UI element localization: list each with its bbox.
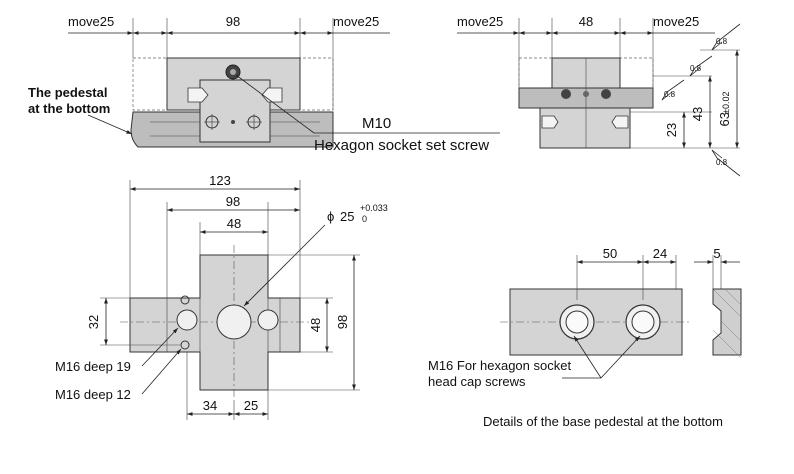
base-edge-offset: 24 (653, 246, 667, 261)
screw-leader (235, 74, 315, 134)
hole-note-leader (573, 335, 602, 379)
side-move-right-label: move25 (653, 14, 699, 29)
svg-text:0.8: 0.8 (716, 158, 728, 167)
side-screw-icon (601, 89, 611, 99)
center-hole-icon (231, 120, 235, 124)
pedestal-label: The pedestal (28, 85, 107, 100)
base-hole-spacing: 50 (603, 246, 617, 261)
side-view: move25 48 move25 23 43 63 ±0.02 0.8 (457, 14, 741, 177)
section-hatch (720, 320, 742, 342)
top-mid-width: 98 (226, 194, 240, 209)
tapped-hole-icon (204, 114, 220, 130)
screw-size-label: M10 (362, 115, 391, 132)
tapped-hole-icon (246, 114, 262, 130)
side-height-total: 63 (717, 112, 732, 126)
svg-text:0.8: 0.8 (690, 64, 702, 73)
top-right-overall-height: 98 (335, 315, 350, 329)
side-height-lower: 23 (664, 123, 679, 137)
front-move-left-label: move25 (68, 14, 114, 29)
bore-symbol: ϕ (327, 209, 334, 224)
front-width-label: 98 (226, 14, 240, 29)
base-side-thickness: 5 (713, 246, 720, 261)
side-height-total-tol: ±0.02 (721, 92, 731, 114)
small-hole-icon (180, 340, 190, 350)
small-hole-icon (180, 295, 190, 305)
pedestal-leader (87, 114, 133, 135)
hole-note-line1: M16 For hexagon socket (428, 358, 571, 373)
base-detail: 50 24 5 M16 For hexagon socket head cap … (428, 246, 742, 429)
tap-deep12-label: M16 deep 12 (55, 387, 131, 402)
svg-text:0.8: 0.8 (716, 37, 728, 46)
counterbore-inner-icon (565, 310, 589, 334)
counterbore-inner-icon (631, 310, 655, 334)
roughness-symbol-icon: 0.8 (711, 149, 741, 177)
top-right-inner-height: 48 (308, 318, 323, 332)
bore-tol-lower: 0 (362, 214, 367, 224)
side-move-left-label: move25 (457, 14, 503, 29)
side-base-block (539, 107, 631, 149)
svg-text:0.8: 0.8 (664, 90, 676, 99)
tap-leader (141, 327, 179, 367)
roughness-symbol-icon: 0.8 (711, 23, 741, 51)
side-screw-icon (561, 89, 571, 99)
screw-type-label: Hexagon socket set screw (314, 137, 489, 154)
tapped-hole-icon (176, 309, 198, 331)
bore-tol-upper: +0.033 (360, 203, 388, 213)
center-block (199, 79, 271, 143)
side-dovetail-left (541, 115, 559, 129)
top-left-height: 32 (86, 315, 101, 329)
pedestal-label-line2: at the bottom (28, 101, 110, 116)
bottom-dim-left: 34 (203, 398, 217, 413)
roughness-symbol-icon: 0.8 (661, 79, 685, 101)
hole-note-line2: head cap screws (428, 374, 526, 389)
side-width-label: 48 (579, 14, 593, 29)
front-move-right-label: move25 (333, 14, 379, 29)
top-inner-width: 48 (227, 216, 241, 231)
center-bore-icon (216, 304, 252, 340)
side-dovetail-right (611, 115, 629, 129)
top-view: 123 98 48 ϕ 25 +0.033 0 32 48 (55, 173, 388, 420)
set-screw-socket (230, 69, 236, 75)
section-hatch (724, 288, 742, 306)
bore-diameter: 25 (340, 209, 354, 224)
bottom-dim-right: 25 (244, 398, 258, 413)
base-detail-caption: Details of the base pedestal at the bott… (483, 414, 723, 429)
front-view: move25 98 move25 The pedestal (28, 14, 500, 154)
dovetail-left (187, 87, 209, 103)
bore-leader (243, 224, 326, 307)
side-height-mid: 43 (690, 107, 705, 121)
tapped-hole-icon (257, 309, 279, 331)
side-screw-icon (583, 91, 589, 97)
tap-deep19-label: M16 deep 19 (55, 359, 131, 374)
tap-leader (141, 348, 182, 395)
hole-note-leader (600, 335, 641, 379)
section-hatch (712, 288, 742, 318)
base-section (712, 288, 742, 356)
roughness-symbol-icon: 0.8 (689, 55, 713, 77)
section-hatch (712, 329, 742, 359)
top-overall-width: 123 (209, 173, 231, 188)
